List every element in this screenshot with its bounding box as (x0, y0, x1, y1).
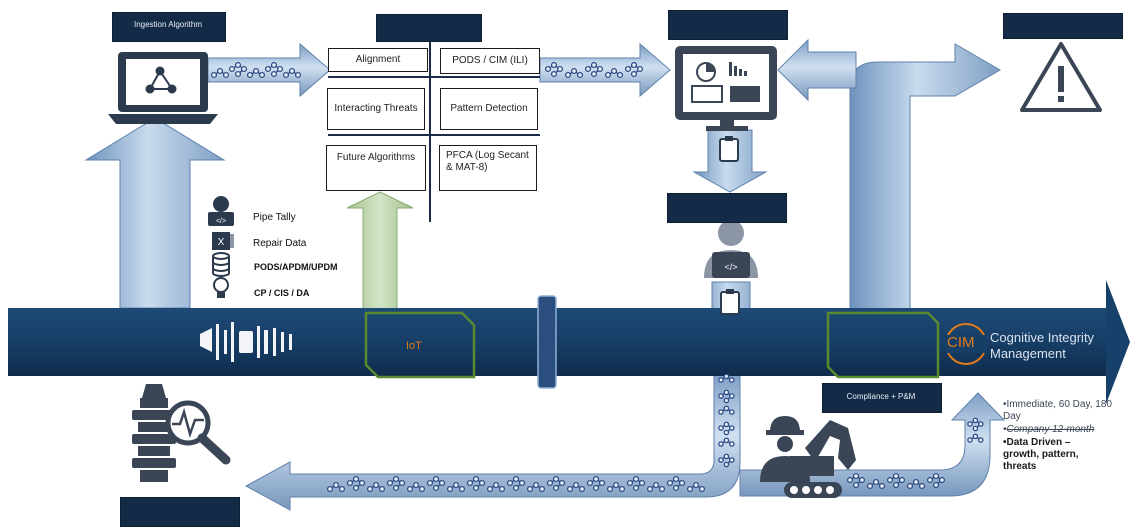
data-node-icon (544, 61, 564, 78)
data-node-icon (210, 67, 230, 79)
data-node-icon (564, 67, 584, 79)
database-icon (212, 252, 230, 277)
data-node-icon (718, 373, 735, 383)
outcome-company-12-month: •Company 12-month (1003, 424, 1095, 435)
data-node-icon (967, 417, 984, 432)
data-node-icon (566, 481, 586, 493)
dashboard-monitor-icon (675, 46, 777, 131)
data-node-icon (624, 61, 644, 78)
algo-pods-ili: PODS / CIM (ILI) (440, 48, 540, 74)
source-pods-label: PODS/APDM/UPDM (254, 262, 338, 272)
data-node-icon (604, 67, 624, 79)
engineer-header-box (667, 193, 787, 223)
analysis-flow-arrow (539, 42, 671, 98)
clipboard-icon (719, 136, 739, 162)
data-node-icon (264, 61, 284, 78)
algo-future-algorithms: Future Algorithms (326, 145, 426, 191)
data-node-icon (282, 67, 302, 79)
data-node-icon (586, 475, 606, 492)
data-node-icon (626, 475, 646, 492)
source-pipe-tally-label: Pipe Tally (253, 212, 296, 223)
data-node-icon (926, 472, 946, 489)
data-node-icon (386, 475, 406, 492)
data-node-icon (646, 481, 666, 493)
data-node-icon (446, 481, 466, 493)
algo-interacting-threats: Interacting Threats (327, 88, 425, 130)
dashboard-header-box (668, 10, 788, 40)
iot-box (364, 311, 476, 379)
data-node-icon (718, 421, 735, 436)
data-node-icon (846, 472, 866, 489)
data-node-icon (686, 481, 706, 493)
compliance-label-box (822, 383, 942, 413)
data-node-icon (546, 475, 566, 492)
outcome-immediate: •Immediate, 60 Day, 180 Day (1003, 399, 1112, 422)
data-node-icon (228, 61, 248, 78)
laptop-network-icon (108, 52, 218, 124)
data-node-icon (886, 472, 906, 489)
compliance-feedback-arrow (777, 38, 1001, 313)
algo-pattern-detection: Pattern Detection (440, 88, 538, 130)
data-node-icon (718, 437, 735, 447)
algo-alignment: Alignment (328, 48, 428, 72)
compliance-box (826, 311, 940, 379)
algorithms-header-box (376, 14, 482, 42)
data-node-icon (486, 481, 506, 493)
data-node-icon (718, 405, 735, 415)
iot-up-arrow (346, 191, 414, 313)
user-laptop-icon: </> (208, 196, 234, 226)
ingestion-header-box (112, 12, 226, 42)
source-repair-data-label: Repair Data (253, 238, 307, 249)
cim-brand-name-2: Management (990, 346, 1066, 361)
data-node-icon (506, 475, 526, 492)
data-node-icon (906, 478, 926, 490)
developer-person-icon: </> (704, 220, 758, 278)
data-node-icon (246, 67, 266, 79)
data-node-icon (426, 475, 446, 492)
excel-file-icon: X (212, 232, 234, 250)
clipboard-icon-2 (720, 289, 740, 315)
data-input-up-arrow (84, 117, 226, 309)
data-node-icon (866, 478, 886, 490)
data-node-icon (606, 481, 626, 493)
lightbulb-icon (213, 277, 229, 298)
cim-brand-name-1: Cognitive Integrity (990, 330, 1095, 345)
inspection-header-box (120, 497, 240, 527)
compliance-label: Compliance + P&M (846, 392, 916, 401)
ingestion-algorithm-label: Ingestion Algorithm (133, 20, 203, 29)
source-cp-cis-da-label: CP / CIS / DA (254, 288, 310, 298)
data-node-icon (666, 475, 686, 492)
alert-header-box (1003, 13, 1123, 39)
field-crew-excavator-icon (760, 416, 856, 498)
data-node-icon (326, 481, 346, 493)
warning-icon (1020, 42, 1102, 112)
algorithm-grid-dividers (328, 42, 540, 222)
main-pipeline (8, 280, 1130, 404)
data-node-icon (718, 389, 735, 404)
data-node-icon (967, 433, 984, 443)
data-node-icon (466, 475, 486, 492)
cim-logo-icon (945, 323, 987, 365)
data-node-icon (406, 481, 426, 493)
cim-brand-mark: CIM (947, 334, 975, 351)
iot-label: IoT (406, 340, 422, 352)
data-node-icon (346, 475, 366, 492)
svg-text:X: X (218, 237, 225, 248)
svg-text:</>: </> (724, 262, 737, 272)
data-node-icon (718, 453, 735, 468)
outcome-data-driven: •Data Driven – growth, pattern, threats (1003, 437, 1079, 472)
data-node-icon (584, 61, 604, 78)
data-node-icon (366, 481, 386, 493)
sensor-signal-icon (200, 322, 292, 362)
algo-pfca: PFCA (Log Secant & MAT-8) (439, 145, 537, 191)
svg-text:</>: </> (216, 218, 226, 225)
pipeline-inspection-icon (132, 384, 231, 482)
data-flow-nodes (210, 61, 984, 493)
data-node-icon (526, 481, 546, 493)
